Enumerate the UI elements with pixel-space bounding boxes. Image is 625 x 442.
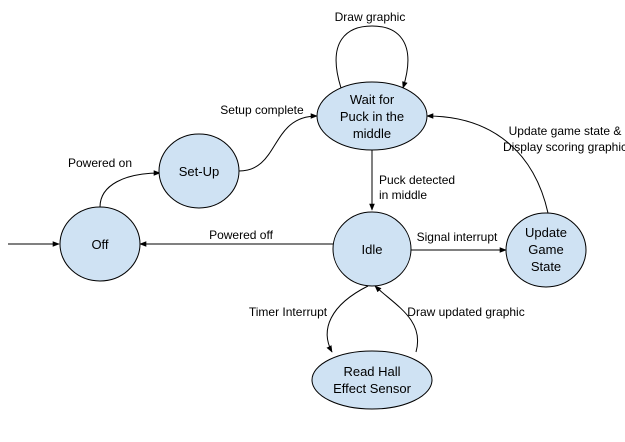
edge-update-display	[426, 113, 549, 214]
edge-label-setup-complete: Setup complete	[220, 103, 304, 117]
edge-label-timer-interrupt: Timer Interrupt	[249, 305, 328, 319]
edge-label-draw-updated: Draw updated graphic	[407, 305, 524, 319]
edge-label-draw-graphic: Draw graphic	[335, 10, 406, 24]
node-off-label: Off	[91, 237, 108, 252]
node-idle: Idle	[332, 211, 412, 287]
edge-timer-interrupt	[326, 285, 369, 353]
node-idle-label: Idle	[362, 242, 383, 257]
edge-labels: Draw graphic Setup complete Powered on P…	[68, 10, 625, 319]
edge-label-powered-off: Powered off	[209, 228, 273, 242]
edge-setup-complete	[238, 113, 318, 172]
node-wait-label-line3: middle	[353, 126, 391, 141]
node-read: Read Hall Effect Sensor	[311, 350, 433, 410]
edges	[8, 25, 549, 353]
edge-draw-graphic	[335, 25, 409, 89]
edge-label-puck-detected-line1: Puck detected	[379, 173, 455, 187]
edge-label-update-display-line1: Update game state &	[509, 124, 622, 138]
edge-label-puck-detected-line2: in middle	[379, 188, 427, 202]
node-read-label-line2: Effect Sensor	[333, 381, 411, 396]
node-wait-label-line2: Puck in the	[340, 109, 404, 124]
edge-label-signal-interrupt: Signal interrupt	[417, 230, 498, 244]
edge-powered-on	[99, 170, 161, 208]
node-wait: Wait for Puck in the middle	[316, 81, 428, 151]
edge-draw-updated	[374, 285, 419, 353]
edge-label-powered-on: Powered on	[68, 156, 132, 170]
node-update-label-line1: Update	[525, 225, 567, 240]
node-wait-label-line1: Wait for	[350, 92, 395, 107]
node-read-label-line1: Read Hall	[343, 364, 400, 379]
node-setup-label: Set-Up	[179, 164, 219, 179]
node-update-label-line3: State	[531, 259, 561, 274]
node-off: Off	[59, 206, 141, 282]
node-update: Update Game State	[505, 212, 587, 288]
edge-label-update-display-line2: Display scoring graphic	[503, 140, 625, 154]
node-setup: Set-Up	[158, 133, 240, 209]
node-update-label-line2: Game	[528, 242, 563, 257]
